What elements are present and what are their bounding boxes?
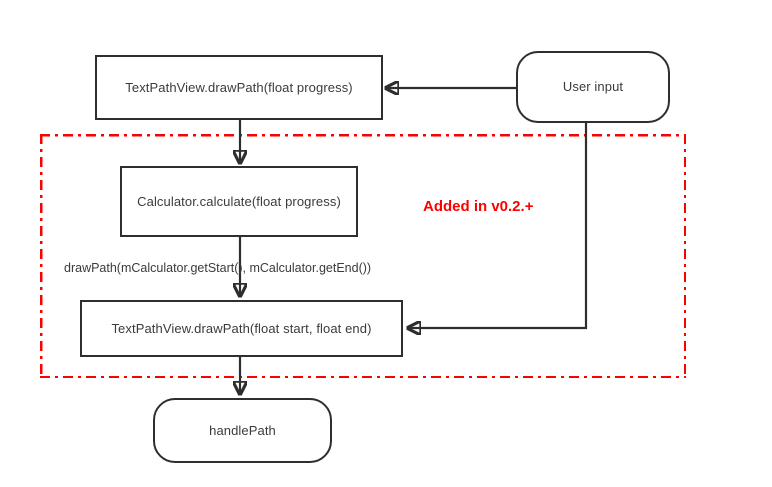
edge-user-input-to-drawpath-start-end bbox=[408, 123, 588, 328]
node-calculator-calculate[interactable]: Calculator.calculate(float progress) bbox=[120, 166, 358, 237]
node-label: TextPathView.drawPath(float progress) bbox=[125, 79, 353, 95]
node-handle-path[interactable]: handlePath bbox=[153, 398, 332, 463]
node-label: Calculator.calculate(float progress) bbox=[137, 193, 341, 209]
node-label: User input bbox=[562, 79, 624, 95]
node-label: TextPathView.drawPath(float start, float… bbox=[111, 320, 372, 336]
group-note-label: Added in v0.2.+ bbox=[423, 198, 534, 215]
node-textpathview-drawpath-progress[interactable]: TextPathView.drawPath(float progress) bbox=[95, 55, 383, 120]
node-label: handlePath bbox=[209, 422, 276, 438]
node-user-input[interactable]: User input bbox=[516, 51, 670, 123]
node-textpathview-drawpath-start-end[interactable]: TextPathView.drawPath(float start, float… bbox=[80, 300, 403, 357]
edge-label-drawpath-call: drawPath(mCalculator.getStart(), mCalcul… bbox=[64, 261, 372, 275]
